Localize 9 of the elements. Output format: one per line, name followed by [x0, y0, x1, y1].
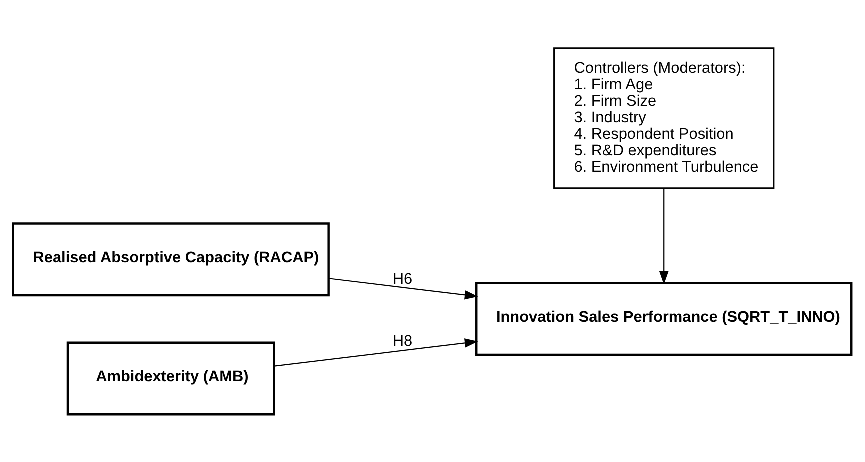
- arrow: [328, 278, 478, 300]
- edge-label: H8: [392, 332, 413, 350]
- node-box: Innovation Sales Performance (SQRT_T_INNO): [476, 282, 853, 356]
- node-box: Controllers (Moderators): 1. Firm Age 2. Firm Size 3. Industry 4. Respondent Position 5. R&D expenditures 6. Environment Turbulence: [554, 47, 775, 189]
- arrow: [274, 338, 478, 366]
- edge-label: H6: [392, 270, 413, 288]
- node-box: Ambidexterity (AMB): [66, 341, 276, 416]
- arrow: [659, 188, 669, 284]
- node-box: Realised Absorptive Capacity (RACAP): [12, 222, 330, 296]
